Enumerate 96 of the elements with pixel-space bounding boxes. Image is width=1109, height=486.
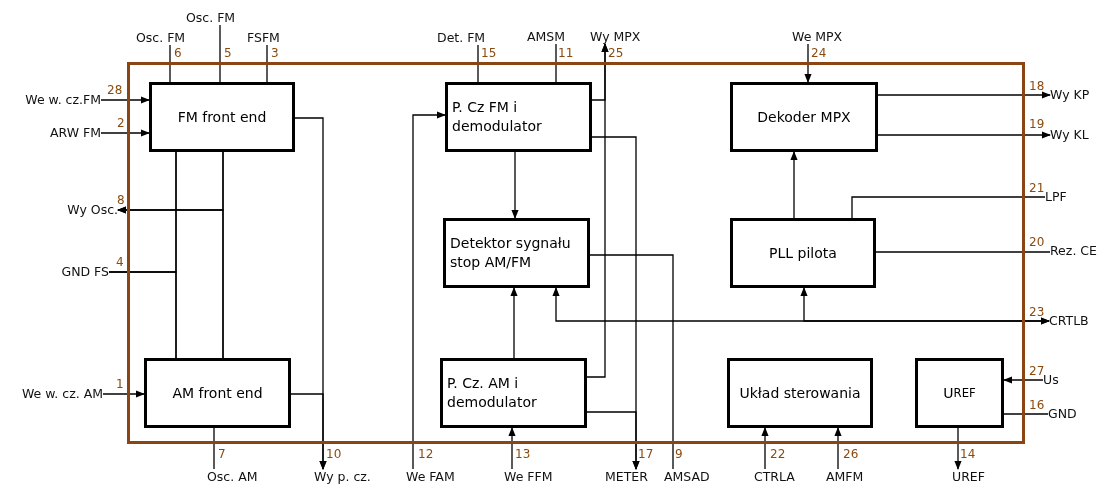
pin-number: 10 <box>326 448 342 461</box>
arrow <box>761 427 769 470</box>
block-box: P. Cz. AM i demodulator <box>440 358 587 428</box>
arrow <box>877 91 1051 99</box>
arrow <box>100 96 150 104</box>
connector-line <box>477 44 479 83</box>
pin-number: 19 <box>1029 118 1045 131</box>
pin-number: 17 <box>638 448 654 461</box>
pin-number: 28 <box>107 84 123 97</box>
block-box: PLL pilota <box>730 218 876 288</box>
pin-number: 26 <box>843 448 859 461</box>
pin-label: GND FS <box>61 264 109 279</box>
pin-number: 12 <box>418 448 434 461</box>
pin-number: 22 <box>770 448 786 461</box>
pin-number: 9 <box>675 448 683 461</box>
arrow <box>586 411 640 470</box>
arrow <box>586 43 609 378</box>
block-box: Dekoder MPX <box>730 82 878 152</box>
pin-number: 13 <box>515 448 531 461</box>
arrow <box>290 393 327 470</box>
arrow <box>1003 376 1044 384</box>
connector-line <box>851 196 1046 219</box>
arrow <box>800 287 1050 325</box>
pin-label: We FAM <box>406 469 455 484</box>
arrow <box>954 427 962 470</box>
pin-label: Wy Osc. <box>67 202 118 217</box>
block-box: Detektor sygnału stop AM/FM <box>443 218 590 288</box>
pin-number: 25 <box>608 47 624 60</box>
pin-label: Wy KP <box>1050 87 1090 102</box>
pin-label: AMFM <box>826 469 864 484</box>
pin-label: METER <box>605 469 648 484</box>
pin-number: 23 <box>1029 306 1045 319</box>
arrow <box>117 206 224 359</box>
pin-label: Wy KL <box>1050 127 1089 142</box>
pin-number: 15 <box>481 47 497 60</box>
pin-label: Wy p. cz. <box>314 469 371 484</box>
block-box: AM front end <box>144 358 291 428</box>
connector-line <box>108 271 177 359</box>
block-box: FM front end <box>149 82 295 152</box>
chip-outline <box>127 62 1025 444</box>
pin-number: 3 <box>271 47 279 60</box>
connector-line <box>555 43 557 83</box>
connector-line <box>169 44 171 83</box>
connector-line <box>1003 413 1049 415</box>
pin-label: CRTLB <box>1049 313 1089 328</box>
pin-label: We FFM <box>504 469 553 484</box>
pin-label: UREF <box>952 469 985 484</box>
block-box: P. Cz FM i demodulator <box>445 82 592 152</box>
pin-number: 21 <box>1029 182 1045 195</box>
block-box: Układ sterowania <box>727 358 873 428</box>
pin-number: 18 <box>1029 80 1045 93</box>
pin-label: Osc. FM <box>186 10 236 25</box>
connector-line <box>219 24 221 83</box>
arrow <box>790 151 798 219</box>
pin-number: 14 <box>960 448 976 461</box>
pin-number: 5 <box>224 47 232 60</box>
pin-number: 16 <box>1029 399 1045 412</box>
connector-line <box>589 254 674 470</box>
pin-label: Det. FM <box>437 30 486 45</box>
pin-number: 27 <box>1029 365 1045 378</box>
pin-label: We w. cz.FM <box>25 92 101 107</box>
pin-label: Osc. AM <box>207 469 258 484</box>
arrow <box>508 427 516 470</box>
pin-number: 7 <box>218 448 226 461</box>
pin-label: FSFM <box>247 30 280 45</box>
pin-label: Wy MPX <box>590 29 641 44</box>
arrow <box>511 151 519 219</box>
connector-line <box>266 44 268 83</box>
pin-number: 11 <box>558 47 574 60</box>
pin-label: Us <box>1043 372 1059 387</box>
pin-number: 4 <box>116 256 124 269</box>
pin-label: CTRLA <box>754 469 795 484</box>
arrow <box>412 111 446 470</box>
pin-number: 8 <box>117 194 125 207</box>
pin-label: Rez. CE <box>1050 243 1097 258</box>
connector-line <box>875 251 1051 253</box>
arrow <box>102 390 145 398</box>
pin-label: GND <box>1048 406 1077 421</box>
pin-number: 1 <box>116 378 124 391</box>
pin-label: AMSM <box>527 29 566 44</box>
arrow <box>834 427 842 470</box>
connector-line <box>213 427 215 470</box>
pin-label: ARW FM <box>49 125 101 140</box>
arrow <box>877 131 1051 139</box>
pin-label: AMSAD <box>664 469 710 484</box>
pin-label: We w. cz. AM <box>21 386 103 401</box>
pin-label: LPF <box>1045 189 1067 204</box>
pin-label: We MPX <box>792 29 843 44</box>
pin-number: 24 <box>811 47 827 60</box>
pin-label: Osc. FM <box>136 30 186 45</box>
arrow <box>804 43 812 83</box>
arrow <box>100 129 150 137</box>
pin-number: 6 <box>174 47 182 60</box>
pin-number: 2 <box>117 117 125 130</box>
pin-number: 20 <box>1029 236 1045 249</box>
arrow <box>510 287 518 359</box>
